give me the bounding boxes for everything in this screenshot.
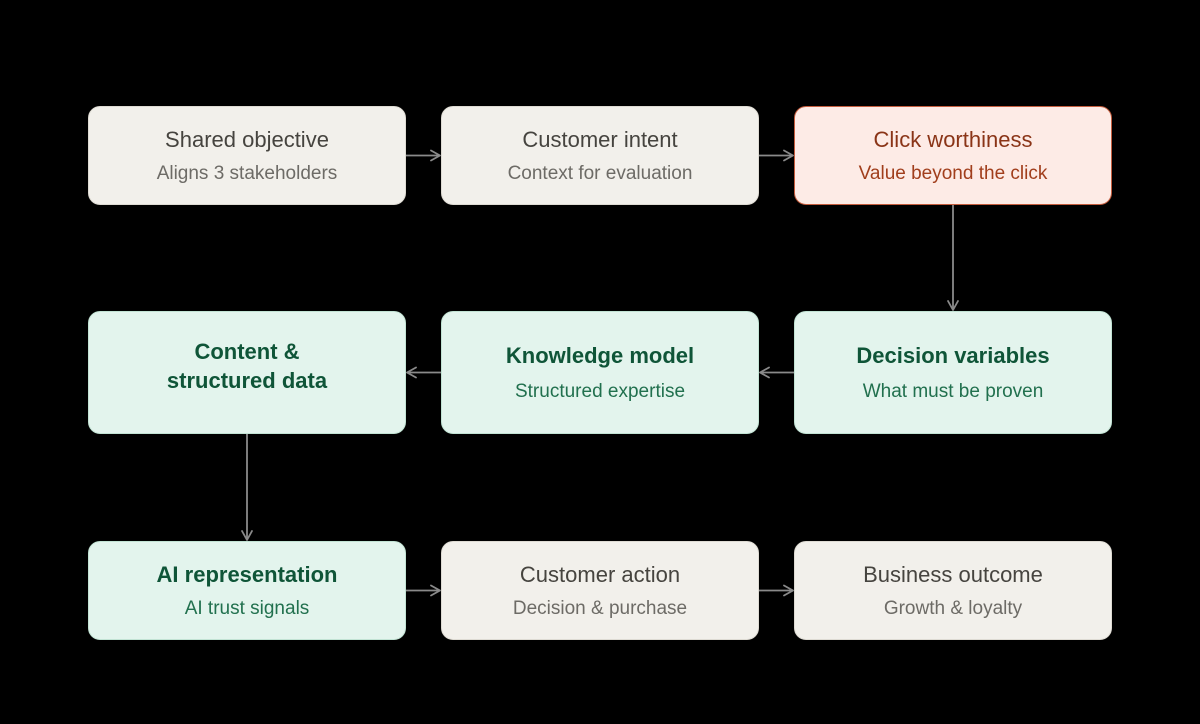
node-decision-variables: Decision variables What must be proven bbox=[794, 311, 1112, 434]
node-title: Business outcome bbox=[863, 562, 1043, 587]
node-business-outcome: Business outcome Growth & loyalty bbox=[794, 541, 1112, 640]
node-content-structured-data: Content & structured data bbox=[88, 311, 406, 434]
node-click-worthiness: Click worthiness Value beyond the click bbox=[794, 106, 1112, 205]
node-subtitle: Context for evaluation bbox=[507, 163, 693, 184]
node-shared-objective: Shared objective Aligns 3 stakeholders bbox=[88, 106, 406, 205]
node-subtitle: Value beyond the click bbox=[858, 163, 1048, 184]
node-title: Shared objective bbox=[165, 127, 329, 152]
node-subtitle: AI trust signals bbox=[184, 598, 310, 619]
node-title: Decision variables bbox=[856, 343, 1050, 368]
node-subtitle: Growth & loyalty bbox=[883, 598, 1023, 619]
node-title: Customer intent bbox=[522, 127, 678, 152]
node-subtitle: Aligns 3 stakeholders bbox=[156, 163, 338, 184]
node-customer-intent: Customer intent Context for evaluation bbox=[441, 106, 759, 205]
node-subtitle: Decision & purchase bbox=[512, 598, 688, 619]
node-title: AI representation bbox=[156, 562, 338, 587]
node-knowledge-model: Knowledge model Structured expertise bbox=[441, 311, 759, 434]
node-title: Knowledge model bbox=[505, 343, 695, 368]
node-subtitle: Structured expertise bbox=[514, 381, 686, 402]
node-subtitle: What must be proven bbox=[862, 381, 1044, 402]
node-title: Content & structured data bbox=[166, 338, 328, 393]
node-customer-action: Customer action Decision & purchase bbox=[441, 541, 759, 640]
node-title: Click worthiness bbox=[873, 127, 1033, 152]
node-title: Customer action bbox=[519, 562, 681, 587]
node-ai-representation: AI representation AI trust signals bbox=[88, 541, 406, 640]
